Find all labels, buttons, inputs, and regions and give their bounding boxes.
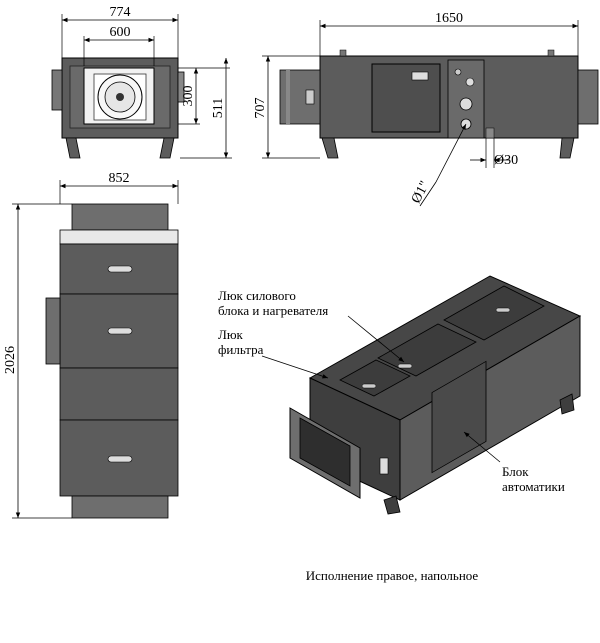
side-view [262,20,599,207]
dim-top-width: 852 [109,171,130,186]
handle-icon [107,455,133,463]
drawing-caption: Исполнение правое, напольное [306,568,479,583]
callout-power-hatch-line1: Люк силового [218,288,296,303]
callout-automation-line1: Блок [502,464,529,479]
top-view [12,180,179,519]
dim-side-length: 1650 [435,11,463,26]
handle-icon [107,265,133,273]
callout-automation-line2: автоматики [502,479,565,494]
dim-pipe-length: Ø30 [494,153,518,168]
front-view [51,14,232,159]
dim-pipe-diameter: Ø1" [409,179,433,206]
dim-front-inner-width: 600 [110,25,131,40]
callout-power-hatch-line2: блока и нагревателя [218,303,328,318]
dim-front-overall-width: 774 [110,5,131,20]
dim-front-inner-height: 300 [181,86,196,107]
callout-filter-hatch-line1: Люк [218,327,244,342]
handle-icon [107,327,133,335]
dim-top-length: 2026 [3,346,18,374]
callout-filter-hatch-line2: фильтра [218,342,264,357]
dim-side-height: 707 [253,98,268,119]
dim-front-overall-height: 511 [211,98,226,118]
isometric-view [261,275,582,515]
